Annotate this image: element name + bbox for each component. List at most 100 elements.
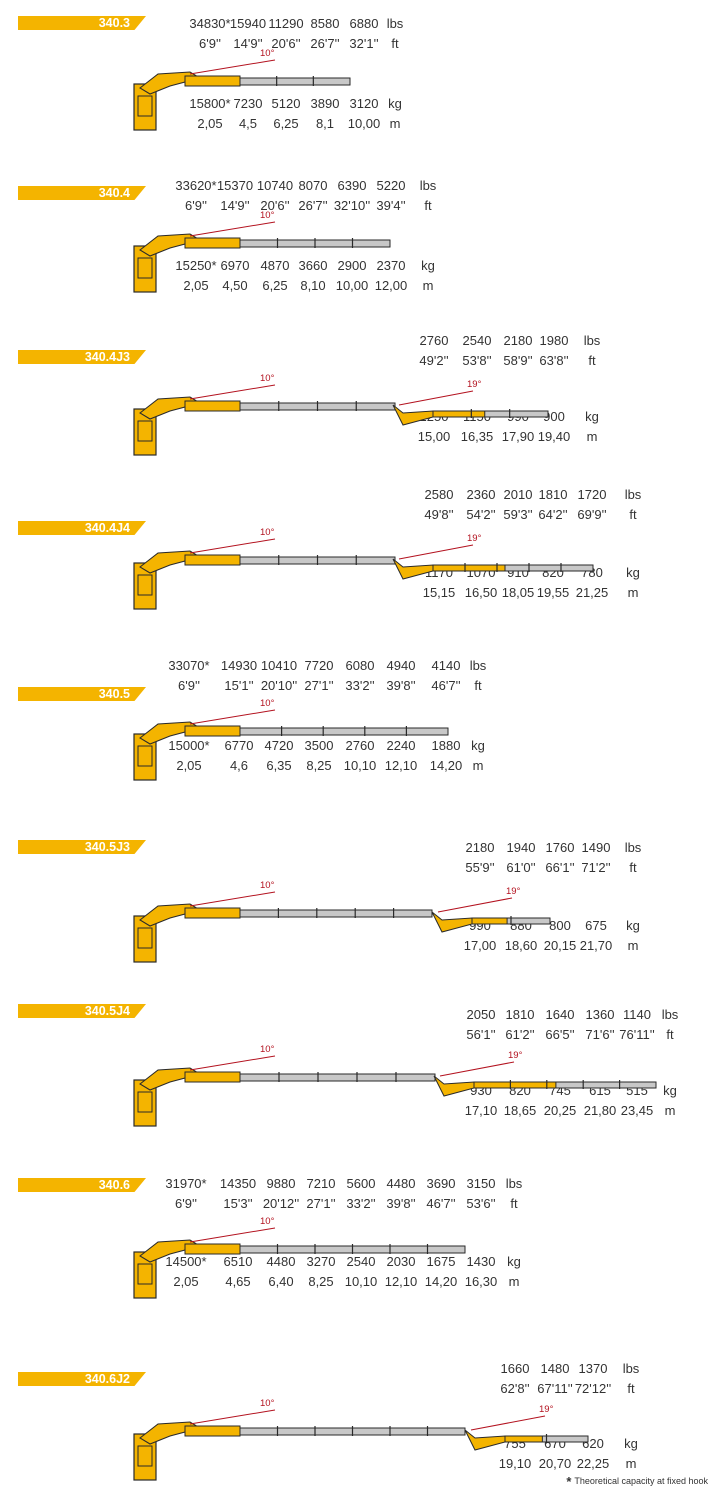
- value-m: 2,05: [176, 758, 202, 773]
- value-m: 6,25: [262, 278, 288, 293]
- model-tag: 340.4J4: [18, 521, 146, 535]
- value-ft: 54'2'': [466, 507, 496, 522]
- value-m: 10,10: [344, 1274, 378, 1289]
- value-lbs: 31970*: [165, 1176, 207, 1191]
- jib-angle-label: 19°: [467, 379, 482, 390]
- value-m: 22,25: [576, 1456, 610, 1471]
- angle-line: [189, 1227, 276, 1243]
- value-lbs: 4940: [386, 658, 416, 673]
- value-kg: 6770: [224, 738, 254, 753]
- value-ft: 6'9'': [185, 198, 207, 213]
- unit-m: m: [389, 116, 401, 131]
- value-ft: 61'2'': [505, 1027, 535, 1042]
- outer-boom: [184, 725, 241, 737]
- column-ram: [137, 420, 153, 442]
- unit-m: m: [586, 429, 598, 444]
- value-lbs: 1810: [538, 487, 568, 502]
- angle-label: 10°: [260, 880, 275, 891]
- unit-lbs: lbs: [386, 16, 404, 31]
- value-lbs: 14350: [219, 1176, 257, 1191]
- unit-kg: kg: [626, 565, 640, 580]
- unit-lbs: lbs: [469, 658, 487, 673]
- jib-angle-line: [398, 390, 474, 406]
- angle-label: 10°: [260, 48, 275, 59]
- unit-lbs: lbs: [505, 1176, 523, 1191]
- unit-kg: kg: [388, 96, 402, 111]
- value-m: 4,6: [229, 758, 249, 773]
- value-m: 10,10: [343, 758, 377, 773]
- unit-m: m: [664, 1103, 676, 1118]
- outer-boom: [184, 75, 241, 87]
- value-lbs: 34830*: [189, 16, 231, 31]
- value-lbs: 2180: [503, 333, 533, 348]
- value-lbs: 1980: [539, 333, 569, 348]
- value-kg: 2370: [376, 258, 406, 273]
- value-ft: 27'1'': [306, 1196, 336, 1211]
- value-lbs: 10740: [256, 178, 294, 193]
- unit-m: m: [472, 758, 484, 773]
- angle-line: [189, 221, 276, 237]
- value-m: 6,25: [273, 116, 299, 131]
- value-ft: 62'8'': [500, 1381, 530, 1396]
- unit-ft: ft: [666, 1027, 674, 1042]
- value-kg: 800: [549, 918, 571, 933]
- value-kg: 2540: [346, 1254, 376, 1269]
- value-lbs: 7720: [304, 658, 334, 673]
- value-ft: 20'12'': [262, 1196, 300, 1211]
- jib-base: [392, 558, 434, 580]
- value-m: 18,05: [501, 585, 535, 600]
- value-m: 14,20: [424, 1274, 458, 1289]
- value-kg: 15800*: [189, 96, 231, 111]
- value-m: 18,60: [504, 938, 538, 953]
- crane-drawing: [133, 538, 594, 610]
- value-ft: 14'9'': [220, 198, 250, 213]
- unit-kg: kg: [507, 1254, 521, 1269]
- value-ft: 72'12'': [574, 1381, 612, 1396]
- value-lbs: 1140: [623, 1007, 651, 1022]
- crane-drawing: [133, 59, 351, 131]
- value-m: 4,65: [225, 1274, 251, 1289]
- unit-ft: ft: [627, 1381, 635, 1396]
- value-lbs: 7210: [306, 1176, 336, 1191]
- angle-label: 10°: [260, 698, 275, 709]
- jib-base: [433, 1075, 475, 1097]
- value-ft: 55'9'': [465, 860, 495, 875]
- jib-base: [392, 404, 434, 426]
- value-m: 2,05: [173, 1274, 199, 1289]
- value-m: 19,40: [537, 429, 571, 444]
- value-lbs: 3150: [466, 1176, 496, 1191]
- unit-ft: ft: [510, 1196, 518, 1211]
- value-m: 10,00: [335, 278, 369, 293]
- unit-ft: ft: [629, 507, 637, 522]
- unit-lbs: lbs: [661, 1007, 679, 1022]
- value-lbs: 5600: [346, 1176, 376, 1191]
- angle-label: 10°: [260, 527, 275, 538]
- jib-angle-label: 19°: [539, 1404, 554, 1415]
- value-lbs: 1360: [585, 1007, 615, 1022]
- value-m: 8,10: [300, 278, 326, 293]
- outer-boom: [184, 1071, 241, 1083]
- outer-boom: [184, 1243, 241, 1255]
- unit-lbs: lbs: [583, 333, 601, 348]
- crane-drawing: [133, 221, 391, 293]
- unit-lbs: lbs: [624, 487, 642, 502]
- value-ft: 32'1'': [349, 36, 379, 51]
- value-ft: 33'2'': [346, 1196, 376, 1211]
- value-m: 19,10: [498, 1456, 532, 1471]
- unit-m: m: [627, 938, 639, 953]
- angle-line: [189, 1055, 276, 1071]
- value-lbs: 15370: [216, 178, 254, 193]
- jib-angle-line: [437, 897, 513, 913]
- jib-angle-line: [439, 1061, 515, 1077]
- value-kg: 7230: [233, 96, 263, 111]
- angle-line: [189, 891, 276, 907]
- value-lbs: 4140: [431, 658, 461, 673]
- value-lbs: 33070*: [168, 658, 210, 673]
- value-m: 8,25: [308, 1274, 334, 1289]
- angle-line: [189, 709, 276, 725]
- unit-kg: kg: [624, 1436, 638, 1451]
